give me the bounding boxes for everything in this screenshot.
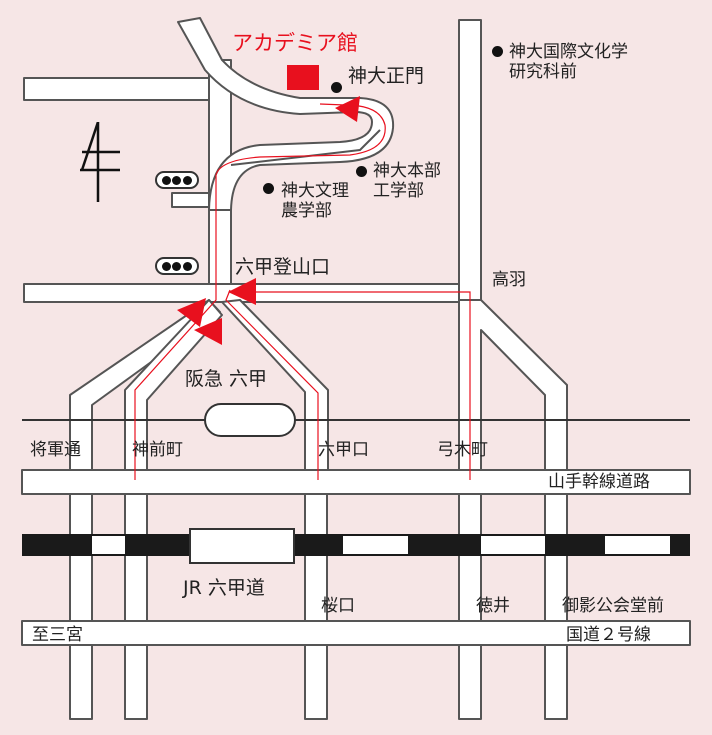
academia-hall-label: アカデミア館 <box>232 31 358 55</box>
hankyu-rokko-station-label: 阪急 六甲 <box>185 368 268 390</box>
route2-label: 国道２号線 <box>566 625 651 645</box>
rokko-tozanguchi-label: 六甲登山口 <box>235 256 331 278</box>
to-sannomiya-label: 至三宮 <box>32 625 83 645</box>
traffic-signal-icon <box>155 171 199 189</box>
sakuraguchi-label: 桜口 <box>321 596 355 616</box>
traffic-signal-icon <box>155 257 199 275</box>
intl-culture-label: 神大国際文化学 研究科前 <box>509 42 628 82</box>
mikage-kokaido-label: 御影公会堂前 <box>562 596 664 616</box>
shinmaecho-label: 神前町 <box>132 440 183 460</box>
destination-marker-icon <box>287 65 319 90</box>
engineering-label: 神大本部 工学部 <box>373 161 441 201</box>
takaha-label: 高羽 <box>492 270 526 290</box>
location-dot-icon <box>492 46 503 57</box>
yumigimachi-label: 弓木町 <box>437 440 488 460</box>
shogundori-label: 将軍通 <box>30 440 81 460</box>
location-dot-icon <box>356 166 367 177</box>
yamate-kansen-label: 山手幹線道路 <box>548 472 650 492</box>
location-dot-icon <box>331 82 342 93</box>
main-gate-label: 神大正門 <box>348 65 425 87</box>
rokkoguchi-label: 六甲口 <box>318 440 369 460</box>
route-arrow-icon <box>177 96 360 345</box>
tokui-label: 徳井 <box>476 596 510 616</box>
jr-rokkomichi-station-label: JR 六甲道 <box>183 577 265 599</box>
science-label: 神大文理 農学部 <box>281 181 349 221</box>
north-arrow-icon <box>80 122 120 202</box>
location-dot-icon <box>263 183 274 194</box>
